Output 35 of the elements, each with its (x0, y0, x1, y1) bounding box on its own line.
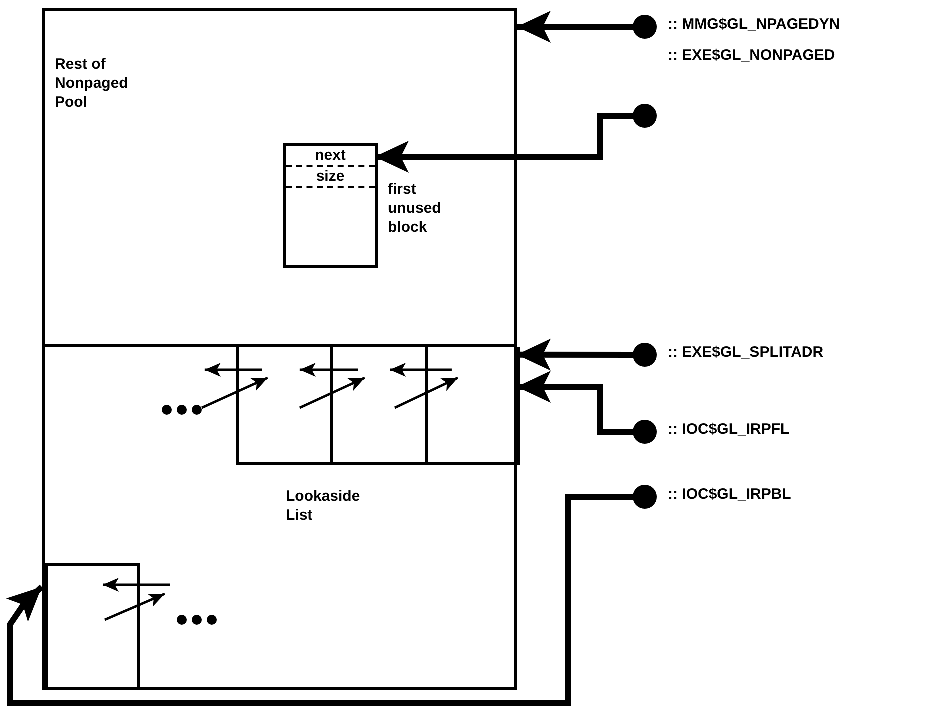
link-arrow (103, 578, 170, 592)
symbol-label: :: IOC$GL_IRPFL (668, 420, 791, 439)
pointer-dot (633, 485, 657, 509)
pointer-dot (633, 15, 657, 39)
link-arrow (390, 363, 452, 377)
pointer-arrow (375, 113, 633, 173)
region-label: Rest of Nonpaged Pool (55, 55, 130, 112)
link-arrow (299, 376, 366, 410)
list-entry-box (428, 347, 520, 465)
pointer-arrow (517, 371, 633, 435)
pointer-arrow (6, 494, 633, 706)
list-entry-box (333, 347, 428, 465)
field-label: size (286, 167, 375, 188)
memory-region (42, 8, 517, 347)
link-arrow (204, 363, 262, 377)
memory-region (42, 347, 517, 690)
block-caption: first unused block (388, 180, 442, 237)
pointer-dot (633, 420, 657, 444)
pointer-arrow (517, 11, 633, 43)
region-label: Lookaside List (286, 487, 362, 525)
link-arrow (300, 363, 358, 377)
pointer-dot (633, 343, 657, 367)
list-entry-box (236, 347, 333, 465)
link-arrow (104, 592, 166, 622)
link-arrow (201, 376, 268, 410)
pointer-arrow (517, 338, 633, 371)
link-arrow (394, 376, 459, 410)
pointer-dot (633, 104, 657, 128)
symbol-label: :: EXE$GL_NONPAGED (668, 46, 836, 65)
symbol-label: :: IOC$GL_IRPBL (668, 485, 792, 504)
symbol-label: :: MMG$GL_NPAGEDYN (668, 15, 842, 34)
symbol-label: :: EXE$GL_SPLITADR (668, 343, 825, 362)
field-label: next (286, 146, 375, 167)
list-entry-box (45, 563, 140, 690)
memory-block (283, 143, 378, 268)
